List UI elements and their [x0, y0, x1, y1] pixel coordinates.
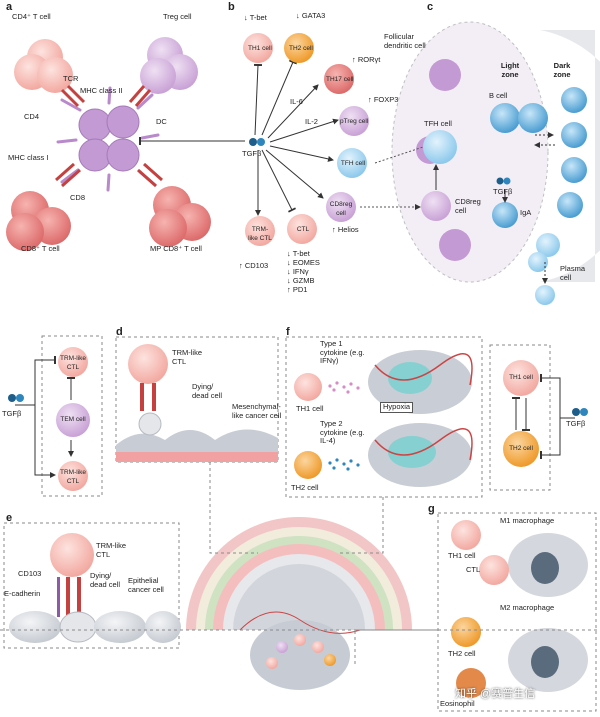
watermark: 知乎 @赛普生信 — [455, 688, 536, 700]
tgfb-molecule-b — [249, 138, 265, 146]
label-light-zone: Light zone — [500, 61, 520, 79]
label-tbet-down: ↓ T-bet — [244, 13, 267, 22]
label-trm-e: TRM-like CTL — [96, 541, 126, 559]
panel-a-graphic — [6, 37, 245, 251]
label-dark-zone: Dark zone — [553, 61, 571, 79]
label-th2-f: TH2 cell — [291, 483, 319, 492]
tumor-section-graphic — [186, 517, 412, 690]
label-cd103-up: ↑ CD103 — [239, 261, 269, 270]
label-dying-d: Dying/ dead cell — [192, 382, 223, 400]
ctl-change: ↓ EOMES — [287, 258, 320, 267]
panel-label-b: b — [228, 1, 235, 13]
panel-label-f: f — [286, 326, 290, 338]
label-dying-e: Dying/ dead cell — [90, 571, 121, 589]
label-trm-bottom: TRM-like CTL — [60, 469, 86, 485]
ctl-changes-list: ↓ T-bet ↓ EOMES ↓ IFNγ ↓ GZMB ↑ PD1 — [287, 249, 320, 294]
panel-b-graphic — [253, 59, 339, 216]
panel-c-graphic — [360, 21, 600, 305]
panel-label-d: d — [116, 326, 123, 338]
label-iga: IgA — [520, 208, 532, 217]
label-ctl-b: CTL — [296, 226, 310, 233]
label-mhc-class-i: MHC class I — [8, 153, 49, 162]
label-mhc-class-ii: MHC class II — [80, 86, 123, 95]
label-tgfb-b: TGFβ — [242, 149, 262, 158]
label-foxp3-up: ↑ FOXP3 — [368, 95, 399, 104]
panel-label-g: g — [428, 503, 435, 515]
label-il2: IL-2 — [305, 117, 318, 126]
label-tgfb-right: TGFβ — [566, 419, 586, 428]
label-dc: DC — [156, 117, 167, 126]
label-tgfb-left: TGFβ — [2, 409, 22, 418]
label-th1-f: TH1 cell — [296, 404, 324, 413]
ctl-change: ↑ PD1 — [287, 285, 308, 294]
label-e-cadherin: E-cadherin — [4, 589, 41, 598]
label-trm-top: TRM-like CTL — [60, 355, 86, 371]
label-helios-up: ↑ Helios — [332, 225, 359, 234]
label-ptreg: pTreg cell — [340, 118, 369, 125]
ctl-change: ↓ IFNγ — [287, 267, 309, 276]
label-th1-g: TH1 cell — [448, 551, 476, 560]
label-tfh-c: TFH cell — [424, 119, 452, 128]
panel-label-c: c — [427, 1, 434, 13]
label-eosinophil: Eosinophil — [440, 699, 475, 708]
label-b-cell: B cell — [489, 91, 508, 100]
label-type2: Type 2 cytokine (e.g. IL-4) — [320, 419, 365, 445]
label-cd8reg-b: CD8reg cell — [329, 201, 353, 217]
label-follicular-dc: Follicular dendritic cell — [384, 32, 426, 50]
label-cd8-t-cell: CD8⁺ T cell — [21, 244, 60, 253]
label-th17: TH17 cell — [326, 76, 354, 83]
label-il6: IL-6 — [290, 97, 303, 106]
panel-label-a: a — [6, 1, 13, 13]
label-trm-ctl-b: TRM-like CTL — [248, 226, 272, 242]
label-epithelial: Epithelial cancer cell — [128, 576, 164, 594]
label-th2-right: TH2 cell — [509, 445, 533, 452]
label-th2-b: TH2 cell — [289, 45, 313, 52]
label-gata3-down: ↓ GATA3 — [296, 11, 326, 20]
label-ctl-g: CTL — [466, 565, 481, 574]
label-rorgt-up: ↑ RORγt — [352, 55, 381, 64]
label-mesenchymal: Mesenchymal- like cancer cell — [232, 402, 282, 420]
label-tem: TEM cell — [60, 416, 86, 423]
label-cd8reg-c: CD8reg cell — [455, 197, 481, 215]
label-type1: Type 1 cytokine (e.g. IFNγ) — [320, 339, 365, 365]
label-tcr: TCR — [63, 74, 79, 83]
label-cd8: CD8 — [70, 193, 86, 202]
label-tgfb-c: TGFβ — [493, 187, 513, 196]
panel-label-e: e — [6, 512, 13, 524]
label-th1-right: TH1 cell — [509, 374, 533, 381]
label-cd103: CD103 — [18, 569, 42, 578]
label-mp-cd8-t-cell: MP CD8⁺ T cell — [150, 244, 202, 253]
label-tfh-b: TFH cell — [340, 160, 366, 167]
label-plasma-cell: Plasma cell — [560, 264, 586, 282]
label-m1: M1 macrophage — [500, 516, 555, 525]
label-hypoxia: Hypoxia — [380, 402, 414, 413]
ctl-change: ↓ GZMB — [287, 276, 315, 285]
label-cd4-t-cell: CD4⁺ T cell — [12, 12, 51, 21]
label-trm-d: TRM-like CTL — [172, 348, 202, 366]
label-treg-cell: Treg cell — [163, 12, 192, 21]
label-th2-g: TH2 cell — [448, 649, 476, 658]
label-cd4: CD4 — [24, 112, 40, 121]
label-th1-b: TH1 cell — [248, 45, 272, 52]
label-m2: M2 macrophage — [500, 603, 555, 612]
ctl-change: ↓ T-bet — [287, 249, 310, 258]
